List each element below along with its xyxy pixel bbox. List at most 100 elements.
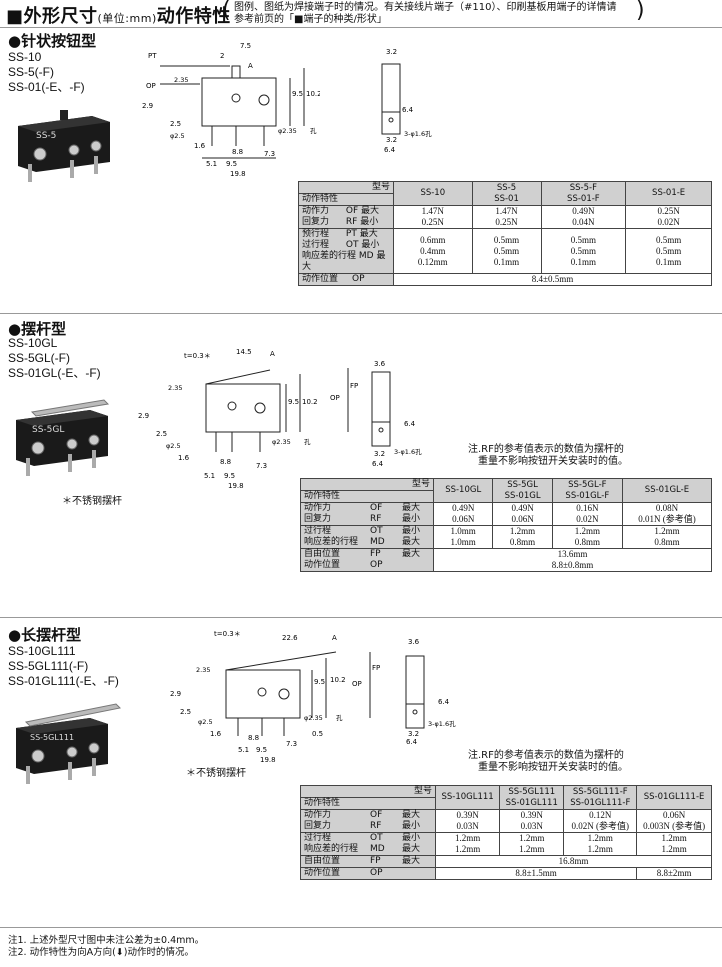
model-list: SS-10GL111 SS-5GL111(-F) SS-01GL111(-E、-… <box>8 644 119 689</box>
dim-label: 3.2 <box>408 730 419 738</box>
cell-value: 1.2mm <box>454 844 481 854</box>
dimension-drawing-front: t=0.3＊ 22.6 A FP OP 2.35 9.5 10.2 2.9 2.… <box>170 630 380 764</box>
row-labels: 动作力 OF 最大 回复力 RF 最小 <box>298 205 394 229</box>
dimension-drawing-front: t=0.3＊ 14.5 A FP OP 2.35 9.5 10.2 2.9 2.… <box>138 348 358 490</box>
dim-label: t=0.3＊ <box>214 630 241 638</box>
cell-value: 0.03N <box>520 821 543 831</box>
dim-label: 6.4 <box>384 146 396 154</box>
dim-label: 7.5 <box>240 42 251 50</box>
dim-label: 2.35 <box>168 384 182 392</box>
cell-value: 0.5mm <box>493 234 520 245</box>
cell-value: 0.8mm <box>509 537 536 547</box>
cell-value: 0.39N <box>456 810 479 820</box>
label-text: 响应差的行程 <box>302 251 357 261</box>
column-header-text: SS-10GL <box>445 485 482 495</box>
dimension-drawing-side: 3.6 6.4 3-φ1.6孔 3.2 6.4 <box>371 360 422 468</box>
cell-value: 0.8mm <box>654 537 680 547</box>
label-code: OF <box>370 503 383 513</box>
model-list: SS-10GL SS-5GL(-F) SS-01GL(-E、-F) <box>8 336 101 381</box>
dim-label: φ2.35 <box>304 714 323 722</box>
section-title: ●针状按钮型 <box>8 32 97 50</box>
cell-value: 1.0mm <box>450 537 476 547</box>
label-code: RF <box>370 821 382 831</box>
cell-value: 1.2mm <box>661 844 687 854</box>
column-header-text: SS-01-F <box>567 193 600 204</box>
column-header: SS-10GL <box>432 478 494 503</box>
dim-label: 6.4 <box>438 698 450 706</box>
label-limit: 最小 <box>402 821 421 831</box>
label-text: 回复力 <box>304 821 332 831</box>
divider <box>0 617 722 618</box>
dim-label: φ2.5 <box>166 442 181 450</box>
rf-note-line1: 注.RF的参考值表示的数值为摆杆的 <box>468 444 624 455</box>
label-code: RF <box>345 217 358 227</box>
column-header-text: SS-10GL111 <box>441 792 494 802</box>
cell-value: 1.47N <box>421 206 444 216</box>
cell-value: 0.5mm <box>570 234 596 245</box>
dim-label: 2.35 <box>196 666 210 674</box>
dim-label: 2.35 <box>174 76 188 84</box>
label-limit: 最大 <box>402 810 421 820</box>
dim-label: 7.3 <box>256 462 267 470</box>
cell-value: 0.1mm <box>570 256 596 267</box>
dim-label: 2.5 <box>170 120 181 128</box>
dim-label: 19.8 <box>230 170 246 178</box>
dimension-drawing-side: 3.6 6.4 3-φ1.6孔 3.2 6.4 <box>405 638 456 746</box>
dim-label: 6.4 <box>404 420 416 428</box>
column-header-text: SS-5-F <box>569 182 597 193</box>
cell-value: 0.003N (参考值) <box>643 821 706 831</box>
page-title: ■外形尺寸(单位:mm)动作特性 <box>6 2 231 28</box>
model-name: SS-10GL111 <box>8 644 76 658</box>
dim-label: 19.8 <box>260 756 276 764</box>
label-limit: 最小 <box>402 514 421 524</box>
dim-label: 7.3 <box>264 150 275 158</box>
column-header-text: SS-01GL-E <box>644 485 690 495</box>
table-corner-model: 型号 <box>300 478 434 491</box>
column-header-text: SS-01GL-F <box>565 490 610 501</box>
label-limit: 最大 <box>361 206 380 216</box>
label-limit: 最大 <box>402 856 421 866</box>
footer-note-1: 注1. 上述外型尺寸图中未注公差为±0.4mm。 <box>8 935 205 946</box>
lever-note: ＊不锈钢摆杆 <box>186 768 246 779</box>
label-code: OT <box>370 833 383 843</box>
label-text: 自由位置 <box>304 856 341 866</box>
column-header-text: SS-10 <box>420 188 446 198</box>
switch-illustration: SS-5GL111 <box>16 703 122 784</box>
row-label: 过行程 OT 最小 <box>302 240 390 251</box>
dim-label: 2.9 <box>142 102 153 110</box>
header-note-line2: 参考前页的「■端子的种类/形状」 <box>234 14 387 25</box>
label-text: 响应差的行程 <box>304 537 359 547</box>
dim-label: 9.5 <box>292 90 303 98</box>
label-code: OT <box>370 526 383 536</box>
label-text: 回复力 <box>304 514 332 524</box>
footer-note-2-start: 注2. 动作特性为向A方向( <box>8 947 116 958</box>
row-labels: 预行程 PT 最大 过行程 OT 最小 响应差的行程 MD 最大 <box>298 228 394 274</box>
table-corner-model: 型号 <box>300 785 436 798</box>
label-text: 过行程 <box>304 833 332 843</box>
row-label: 预行程 PT 最大 <box>302 229 390 240</box>
dim-label: 3.2 <box>386 136 397 144</box>
dimension-drawing-side: 3.2 6.4 3-φ1.6孔 3.2 6.4 <box>381 48 432 154</box>
dim-label: φ2.35 <box>278 127 297 135</box>
dim-label: 0.5 <box>312 730 323 738</box>
cell-value: 0.49N <box>452 503 475 513</box>
dim-label: 5.1 <box>238 746 249 754</box>
